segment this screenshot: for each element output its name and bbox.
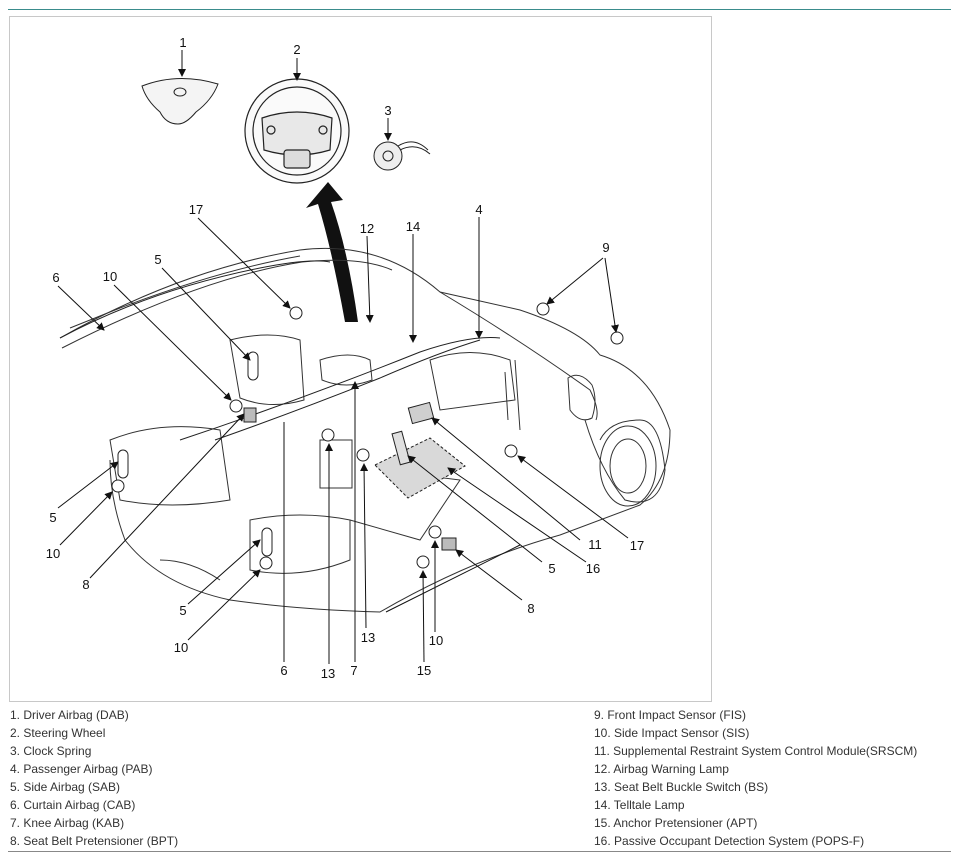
bottom-rule [8, 851, 951, 852]
sensor-10a [229, 399, 243, 413]
legend-item: 7. Knee Airbag (KAB) [10, 816, 125, 830]
callout-17a: 17 [188, 202, 204, 217]
pops-mat [374, 437, 466, 499]
callout-17b: 17 [629, 538, 645, 553]
buckle-illustration [391, 430, 411, 466]
curved-arrow [306, 182, 358, 322]
sensor-10c [428, 525, 442, 539]
callout-2: 2 [293, 42, 301, 57]
sensor-9a [536, 302, 550, 316]
legend-item: 8. Seat Belt Pretensioner (BPT) [10, 834, 179, 848]
callout-5c: 5 [548, 561, 556, 576]
callout-16: 16 [585, 561, 601, 576]
leader-lines [57, 50, 629, 664]
pretensioner-b [441, 537, 457, 551]
callout-7: 7 [350, 663, 358, 678]
sensor-13b [356, 448, 370, 462]
callout-6b: 6 [280, 663, 288, 678]
callout-13a: 13 [360, 630, 376, 645]
callout-13b: 13 [320, 666, 336, 681]
legend-item: 6. Curtain Airbag (CAB) [10, 798, 136, 812]
callout-15: 15 [416, 663, 432, 678]
callout-5b: 5 [49, 510, 57, 525]
pretensioner-a [243, 407, 257, 423]
callout-10a: 10 [102, 269, 118, 284]
legend-item: 15. Anchor Pretensioner (APT) [594, 816, 758, 830]
callout-9: 9 [602, 240, 610, 255]
callout-8b: 8 [527, 601, 535, 616]
legend-item: 14. Telltale Lamp [594, 798, 685, 812]
side-airbag-module-b [117, 449, 129, 479]
legend-item: 9. Front Impact Sensor (FIS) [594, 708, 747, 722]
srscm-illustration [407, 401, 435, 425]
callout-1: 1 [179, 35, 187, 50]
legend-item: 12. Airbag Warning Lamp [594, 762, 729, 776]
callout-11: 11 [588, 537, 602, 552]
clock-spring-illustration [373, 141, 431, 171]
callout-10d: 10 [173, 640, 189, 655]
sensor-17a [289, 306, 303, 320]
sensor-13a [321, 428, 335, 442]
sensor-circles [111, 302, 624, 570]
callout-5a: 5 [154, 252, 162, 267]
legend-item: 13. Seat Belt Buckle Switch (BS) [594, 780, 769, 794]
sensor-15 [416, 555, 430, 569]
legend-item: 3. Clock Spring [10, 744, 92, 758]
legend-left: 1. Driver Airbag (DAB) 2. Steering Wheel… [10, 706, 178, 850]
legend-item: 11. Supplemental Restraint System Contro… [594, 744, 918, 758]
callout-12: 12 [359, 221, 375, 236]
legend-item: 16. Passive Occupant Detection System (P… [594, 834, 865, 848]
sensor-10d [259, 556, 273, 570]
callout-5d: 5 [179, 603, 187, 618]
legend-item: 4. Passenger Airbag (PAB) [10, 762, 153, 776]
top-rule [8, 9, 951, 10]
callout-4: 4 [475, 202, 483, 217]
callout-6a: 6 [52, 270, 60, 285]
side-airbag-module-a [247, 351, 259, 381]
diagram-frame [9, 16, 712, 702]
curtain-airbag-lines [59, 260, 501, 441]
callout-8a: 8 [82, 577, 90, 592]
sensor-9b [610, 331, 624, 345]
sensor-10b [111, 479, 125, 493]
sensor-17b [504, 444, 518, 458]
callout-14: 14 [405, 219, 421, 234]
driver-airbag-illustration [141, 77, 219, 125]
legend-item: 10. Side Impact Sensor (SIS) [594, 726, 750, 740]
callout-10c: 10 [428, 633, 444, 648]
legend-right: 9. Front Impact Sensor (FIS) 10. Side Im… [594, 706, 917, 850]
legend-item: 5. Side Airbag (SAB) [10, 780, 121, 794]
legend-item: 2. Steering Wheel [10, 726, 106, 740]
callout-3: 3 [384, 103, 392, 118]
steering-wheel-illustration [244, 78, 350, 184]
legend-item: 1. Driver Airbag (DAB) [10, 708, 129, 722]
side-airbag-module-c [261, 527, 273, 557]
callout-10b: 10 [45, 546, 61, 561]
